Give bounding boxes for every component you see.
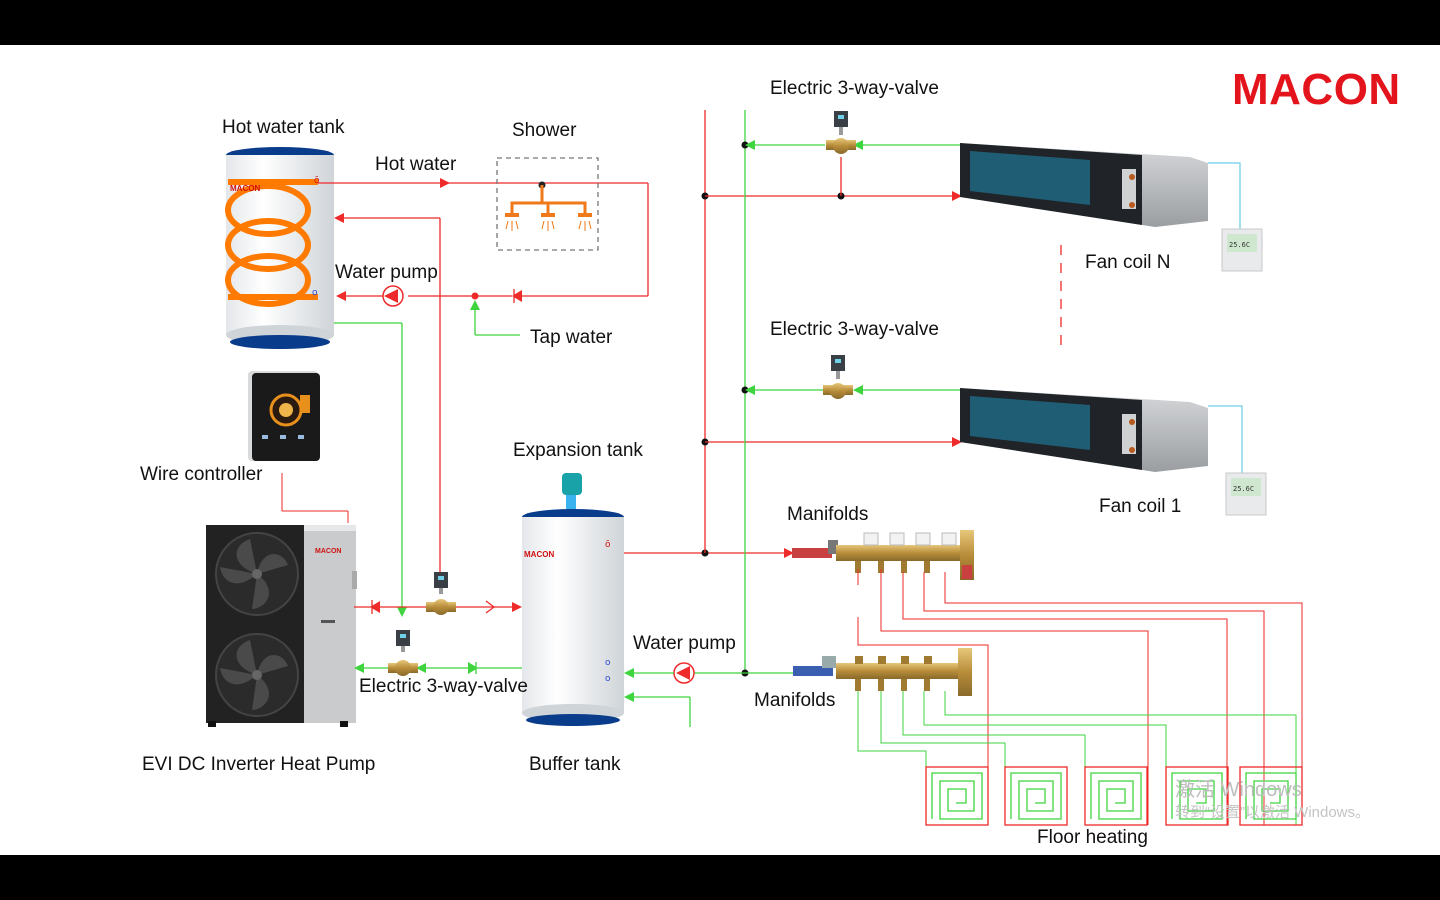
shower-label: Shower xyxy=(512,120,577,141)
manifold-supply xyxy=(792,530,974,580)
hot-water-line xyxy=(318,178,649,590)
tap-water-label: Tap water xyxy=(530,327,613,348)
hot-water-label: Hot water xyxy=(375,154,457,175)
thermostat-icon: 25.6C xyxy=(1225,472,1267,516)
tank-brand-text: MACON xyxy=(230,184,260,193)
wire-controller xyxy=(248,371,349,523)
piping-diagram: MACON ō o xyxy=(206,110,1303,826)
buffer-supply-line xyxy=(624,110,962,558)
water-pump-label: Water pump xyxy=(335,262,438,283)
fan-coil-1 xyxy=(960,388,1243,475)
floor-heating-label: Floor heating xyxy=(1037,827,1148,848)
thermostat-icon: 25.6C xyxy=(1221,228,1263,272)
fan-coil-n xyxy=(960,143,1241,233)
electric-3-way-valve xyxy=(823,355,853,399)
valve-label: Electric 3-way-valve xyxy=(770,78,939,99)
manifolds-label: Manifolds xyxy=(754,690,836,711)
svg-text:o: o xyxy=(605,658,611,668)
electric-3-way-valve xyxy=(388,630,418,676)
valve-label: Electric 3-way-valve xyxy=(770,319,939,340)
hot-water-tank: MACON ō o xyxy=(225,147,334,349)
heat-pump-brand: MACON xyxy=(315,548,341,555)
svg-text:o: o xyxy=(312,288,318,298)
manifold-return xyxy=(793,648,972,696)
water-pump-label: Water pump xyxy=(633,633,736,654)
buffer-tank: MACON ō o o xyxy=(522,473,624,726)
heat-pump-supply-line xyxy=(354,600,522,614)
return-riser-line xyxy=(624,110,960,727)
activation-watermark: 激活 Windows xyxy=(1175,779,1302,801)
diagram-canvas: MACON ō o xyxy=(0,45,1440,855)
manifolds-label: Manifolds xyxy=(787,504,869,525)
heat-pump-return-line xyxy=(354,662,522,674)
electric-3-way-valve xyxy=(826,111,856,154)
electric-3-way-valve xyxy=(426,572,456,615)
thermostat-reading: 25.6C xyxy=(1229,241,1250,249)
svg-text:o: o xyxy=(605,674,611,684)
floor-coil xyxy=(925,766,989,826)
floor-heating-coils xyxy=(925,766,1303,826)
activation-watermark-hint: 转到“设置”以激活 Windows。 xyxy=(1175,804,1371,821)
floor-coil xyxy=(1004,766,1068,826)
svg-text:ō: ō xyxy=(605,540,611,550)
expansion-tank-label: Expansion tank xyxy=(513,440,643,461)
fan-coil-1-label: Fan coil 1 xyxy=(1099,496,1182,517)
fan-icon xyxy=(215,633,299,717)
wire-controller-label: Wire controller xyxy=(140,464,263,485)
floor-coil xyxy=(1084,766,1148,826)
thermostat-reading: 25.6C xyxy=(1233,485,1254,493)
heat-pump-label: EVI DC Inverter Heat Pump xyxy=(142,754,376,775)
brand-logo: MACON xyxy=(1232,65,1401,114)
buffer-tank-label: Buffer tank xyxy=(529,754,621,775)
shower-icon xyxy=(496,157,599,251)
tank-return-line xyxy=(334,322,407,617)
tank-brand-text: MACON xyxy=(524,550,554,559)
floor-coil xyxy=(1239,766,1303,826)
fan-icon xyxy=(215,532,299,616)
floor-coil xyxy=(1165,766,1229,826)
valve-label: Electric 3-way-valve xyxy=(359,676,528,697)
tap-water-line xyxy=(470,300,520,336)
heat-pump-unit: MACON xyxy=(206,525,357,727)
svg-text:ō: ō xyxy=(314,176,320,186)
hot-water-tank-label: Hot water tank xyxy=(222,117,345,138)
fan-coil-n-label: Fan coil N xyxy=(1085,252,1171,273)
